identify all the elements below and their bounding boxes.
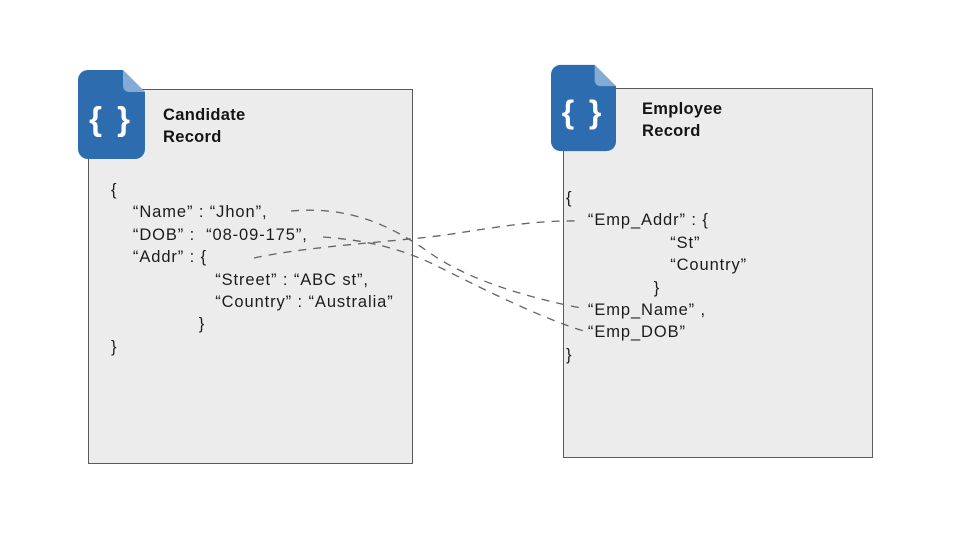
file-body bbox=[78, 70, 145, 159]
file-body bbox=[551, 64, 616, 152]
file-fold-corner bbox=[123, 70, 145, 92]
file-fold-corner bbox=[594, 64, 616, 87]
employee-record-json: { “Emp_Addr” : { “St” “Country” } “Emp_N… bbox=[566, 189, 748, 364]
json-file-icon: { } bbox=[551, 64, 616, 152]
json-file-icon: { } bbox=[78, 70, 145, 159]
braces-glyph: { } bbox=[89, 100, 133, 137]
employee-record-title: Employee Record bbox=[642, 100, 723, 140]
braces-glyph: { } bbox=[562, 94, 605, 130]
candidate-record-title: Candidate Record bbox=[163, 106, 246, 146]
candidate-record-json: { “Name” : “Jhon”, “DOB” : “08-09-175”, … bbox=[111, 181, 394, 356]
employee-record-card bbox=[563, 88, 873, 458]
